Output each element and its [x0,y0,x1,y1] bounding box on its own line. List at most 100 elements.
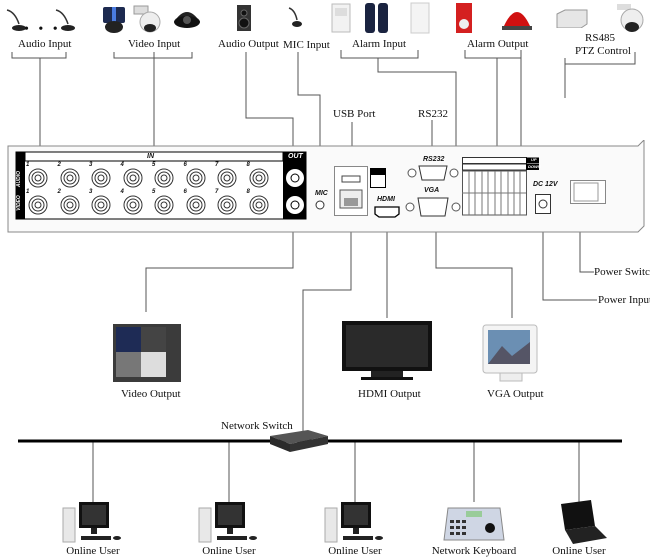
video-channel-number: 8 [246,189,250,195]
audio-in-bnc-8[interactable] [249,168,269,188]
network-switch-label: Network Switch [221,420,293,432]
video-in-bnc-8[interactable] [249,195,269,215]
audio-channel-number: 7 [215,162,219,168]
speaker-icon [236,4,252,32]
up-label: UP [531,157,537,162]
ptz-control-label: PTZ Control [575,45,631,57]
audio-in-bnc-6[interactable] [186,168,206,188]
audio-input-label: Audio Input [18,38,72,50]
video-channel-number: 1 [26,189,30,195]
ptz-dome-icon [615,2,645,34]
usb-lan-icon [370,168,386,188]
vga-port[interactable] [405,196,461,218]
usb-lan-block[interactable] [334,166,368,216]
client-label: Online User [66,545,120,557]
desktop-icon [323,500,387,544]
mic-jack[interactable] [315,200,325,210]
audio-channel-number: 1 [26,162,30,168]
audio-out-bnc[interactable] [285,168,305,188]
rs232-port[interactable] [407,164,459,182]
down-label: DOWN [528,164,541,169]
audio-channel-number: 5 [152,162,156,168]
audio-in-bnc-3[interactable] [91,168,111,188]
video-channel-number: 3 [89,189,93,195]
video-in-bnc-4[interactable] [123,195,143,215]
audio-input-dots: • • • • [24,22,76,37]
video-in-bnc-6[interactable] [186,195,206,215]
video-channel-number: 5 [152,189,156,195]
audio-channel-number: 3 [89,162,93,168]
power-input-jack[interactable] [535,194,551,214]
power-input-label: Power Input [598,294,650,306]
decoder-box-icon [555,8,589,28]
speed-dome-camera-icon [100,5,128,35]
video-channel-number: 7 [215,189,219,195]
audio-channel-number: 2 [57,162,61,168]
audio-in-bnc-4[interactable] [123,168,143,188]
video-channel-number: 4 [120,189,124,195]
video-input-label: Video Input [128,38,181,50]
ptz-rs485-label: RS485 [585,32,615,44]
video-channel-number: 6 [183,189,187,195]
crt-monitor-icon [112,323,182,385]
hdmi-port[interactable] [374,206,400,218]
hdmi-port-label: HDMI [377,196,395,203]
dome-camera-icon [172,8,202,30]
hdmi-output-label: HDMI Output [358,388,421,400]
client-label: Online User [202,545,256,557]
laptop-icon [547,500,611,544]
video-out-bnc[interactable] [285,195,305,215]
audio-in-bnc-5[interactable] [154,168,174,188]
network-switch-icon [268,428,330,454]
video-in-bnc-1[interactable] [28,195,48,215]
audio-channel-number: 8 [246,162,250,168]
client-label: Online User [552,545,606,557]
audio-output-label: Audio Output [218,38,279,50]
client-label: Network Keyboard [431,545,517,557]
microphone-icon [5,8,27,34]
desktop-icon [197,500,261,544]
power-switch-label: Power Switch [594,266,650,278]
lcd-tv-icon [341,320,433,382]
rs232-port-label: RS232 [423,156,445,163]
vga-monitor-icon [482,324,544,384]
keyboard-icon [442,500,506,544]
audio-channel-number: 6 [183,162,187,168]
vga-output-label: VGA Output [487,388,544,400]
microphone-icon [54,8,76,34]
alarm-input-label: Alarm Input [352,38,407,50]
audio-in-bnc-7[interactable] [217,168,237,188]
mic-input-icon [287,6,303,30]
beam-detector-icon [364,2,390,34]
vga-port-label: VGA [424,187,440,194]
audio-in-bnc-2[interactable] [60,168,80,188]
strobe-light-icon [500,4,534,32]
video-in-bnc-2[interactable] [60,195,80,215]
video-in-bnc-7[interactable] [217,195,237,215]
out-header: OUT [288,153,303,160]
audio-row-label: AUDIO [16,170,23,188]
smoke-detector-icon [410,2,430,34]
audio-channel-number: 4 [120,162,124,168]
mic-input-label: MIC Input [283,39,330,51]
video-output-label: Video Output [121,388,181,400]
rs232-label: RS232 [418,108,448,120]
alarm-output-label: Alarm Output [467,38,529,50]
video-in-bnc-5[interactable] [154,195,174,215]
in-header: IN [147,153,154,160]
dc12v-label: DC 12V [533,181,558,188]
power-switch[interactable] [570,180,606,204]
video-row-label: VIDEO [15,195,22,211]
siren-icon [455,2,473,34]
desktop-icon [61,500,125,544]
dvr-rear-panel [6,140,646,236]
usb-port-label: USB Port [333,108,376,120]
video-channel-number: 2 [57,189,61,195]
alarm-terminal-block[interactable] [462,157,540,217]
audio-in-bnc-1[interactable] [28,168,48,188]
pir-sensor-icon [330,2,352,34]
ptz-camera-icon [132,4,164,34]
mic-port-label: MIC [315,190,328,197]
video-in-bnc-3[interactable] [91,195,111,215]
